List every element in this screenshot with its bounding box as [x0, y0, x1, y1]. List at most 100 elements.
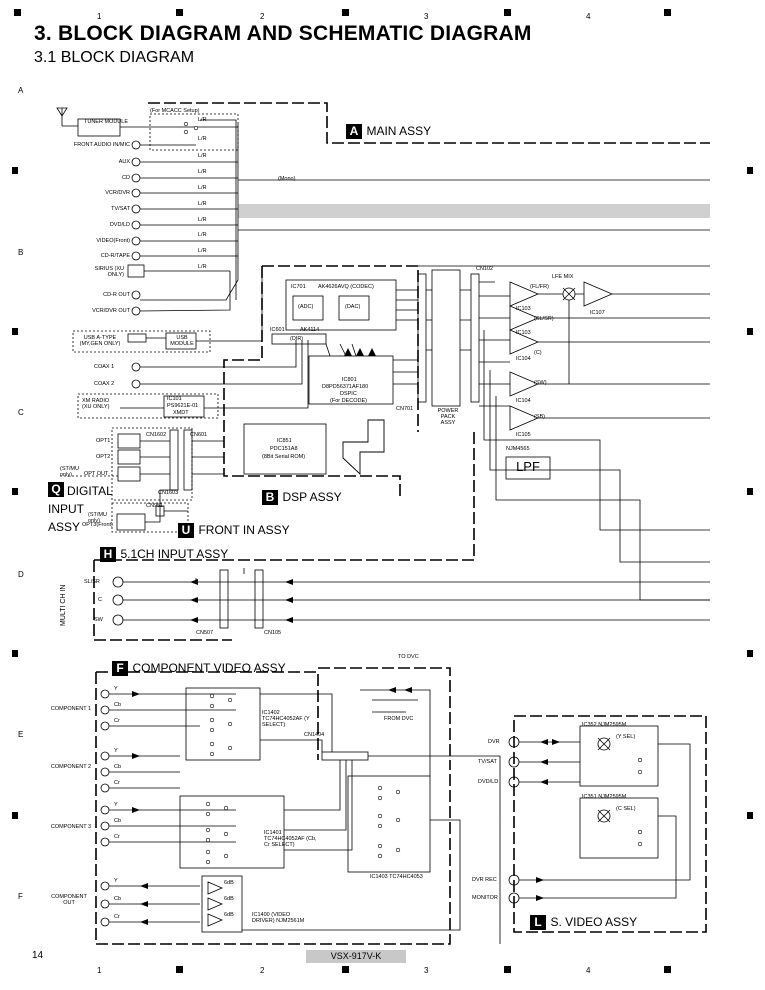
mono-label: (Mono)	[278, 176, 296, 182]
opt1-label: OPT1	[96, 438, 111, 444]
port-cr-3: Cr	[114, 834, 120, 840]
mcacc-label: (For MCACC Setup)	[150, 108, 200, 114]
input-51ch-assy-name: 5.1CH INPUT ASSY	[120, 547, 229, 561]
main-assy-label: A MAIN ASSY	[346, 122, 431, 140]
row-c: C	[18, 408, 24, 417]
row-b: B	[18, 248, 24, 257]
lr-label-7: L/R	[198, 217, 207, 223]
component-out-label: COMPONENT OUT	[51, 894, 87, 906]
port-cb-3: Cb	[114, 818, 122, 824]
dac-label: (DAC)	[345, 304, 361, 310]
cn1603-label: CN1603	[158, 490, 179, 496]
input-tv-sat: TV/SAT	[111, 206, 130, 212]
port-y-3: Y	[114, 802, 118, 808]
multi-ch-in-label: MULTI CH IN	[60, 584, 67, 626]
row-e: E	[18, 730, 24, 739]
ak4114-label: AK4114	[300, 327, 320, 333]
amp-ic-3: IC104	[516, 356, 531, 362]
svideo-dvr-rec: DVR REC	[472, 877, 497, 883]
component-1-label: COMPONENT 1	[50, 706, 92, 712]
cn1404-label: CN1404	[304, 732, 325, 738]
lr-label-9: L/R	[198, 248, 207, 254]
ak4626-label: AK4626AVQ (CODEC)	[318, 284, 374, 290]
input-video-front: VIDEO(Front)	[96, 238, 130, 244]
component-video-assy-letter: F	[112, 661, 128, 676]
col-4-bottom: 4	[586, 966, 591, 975]
xm-ic-label: IC101	[167, 396, 182, 402]
svideo-dvd-ld: DVD/LD	[478, 779, 499, 785]
lfe-mix-label: LFE MIX	[552, 274, 574, 280]
amp-sig-sw: (SW)	[534, 380, 547, 386]
dspic-label: DSPIC	[340, 391, 357, 397]
amp-ic-4: IC104	[516, 398, 531, 404]
s-video-assy-letter: L	[530, 915, 546, 930]
input-sirius: SIRIUS (XU ONLY)	[94, 266, 124, 278]
component-video-assy-name: COMPONENT VIDEO ASSY	[132, 661, 286, 675]
lr-label-5: L/R	[198, 185, 207, 191]
port-cb-2: Cb	[114, 764, 122, 770]
ic352-label: IC352 NJM2595M	[582, 722, 627, 728]
ic351-label: IC351 NJM2595M	[582, 794, 627, 800]
svideo-monitor: MONITOR	[472, 895, 498, 901]
multi-ch-sw: SW	[94, 617, 103, 623]
port-cr-1: Cr	[114, 718, 120, 724]
input-cd-r-tape: CD-R/TAPE	[100, 253, 130, 259]
ysel-label: (Y SEL)	[616, 734, 636, 740]
dir-label: (DIR)	[290, 336, 304, 342]
amp-sig-sl-sr: (SL/SR)	[534, 316, 554, 322]
gain-1: 6dB	[224, 880, 234, 886]
usb-label: USB A-TYPE (MY,GEN ONLY)	[79, 335, 121, 347]
opt3-label: OPT3(Front)	[82, 522, 113, 528]
input-dvd-ld: DVD/LD	[109, 222, 130, 228]
lr-label-3: L/R	[198, 153, 207, 159]
from-dvc-label: FROM DVC	[384, 716, 414, 722]
ic601-label: IC601	[270, 327, 285, 333]
col-1-top: 1	[97, 12, 102, 21]
lr-label-8: L/R	[198, 232, 207, 238]
ic851-label: IC851	[277, 438, 292, 444]
njm4565-label: NJM4565	[506, 446, 530, 452]
amp-ic-5: IC105	[516, 432, 531, 438]
dsp-assy-letter: B	[262, 490, 278, 505]
s-video-assy-name: S. VIDEO ASSY	[550, 915, 638, 929]
component-2-label: COMPONENT 2	[50, 764, 92, 770]
opt-out-label: OPT OUT	[84, 471, 109, 477]
cn102-label: CN102	[476, 266, 494, 272]
ic701-label: IC701	[291, 284, 306, 290]
s-video-assy-label: L S. VIDEO ASSY	[530, 913, 637, 931]
cn601-label: CN601	[190, 432, 208, 438]
row-d: D	[18, 570, 24, 579]
ic1403-label: IC1403 TC74HC4053	[370, 874, 423, 880]
dsp-part-label: D8PD56371AF180	[322, 384, 369, 390]
input-aux: AUX	[118, 159, 130, 165]
model-number: VSX-917V-K	[306, 950, 406, 963]
adc-label: (ADC)	[298, 304, 314, 310]
opt-note-2: (ST/MU only)	[88, 512, 107, 524]
row-f: F	[18, 892, 23, 901]
front-in-assy-name: FRONT IN ASSY	[198, 523, 290, 537]
rom-part-label: PDC151A8	[270, 446, 298, 452]
col-2-bottom: 2	[260, 966, 265, 975]
rom-label: (8Bit Serial ROM)	[262, 454, 306, 460]
dsp-assy-name: DSP ASSY	[282, 490, 342, 504]
svideo-dvr: DVR	[488, 739, 500, 745]
col-1-bottom: 1	[97, 966, 102, 975]
amp-sig-fl-fr: (FL/FR)	[530, 284, 549, 290]
gain-2: 6dB	[224, 896, 234, 902]
main-assy-name: MAIN ASSY	[366, 124, 432, 138]
input-51ch-assy-letter: H	[100, 547, 116, 562]
digital-input-assy-label: Q DIGITAL INPUT ASSY	[48, 482, 118, 536]
port-y-2: Y	[114, 748, 118, 754]
page-number: 14	[32, 950, 44, 961]
output-vcr-dvr: VCR/DVR OUT	[92, 308, 130, 314]
col-3-top: 3	[424, 12, 429, 21]
ic107-label: IC107	[590, 310, 605, 316]
port-cr-2: Cr	[114, 780, 120, 786]
coax-1-label: COAX 1	[94, 364, 115, 370]
cn951-label: CN951	[146, 503, 164, 509]
input-vcr-dvr: VCR/DVR	[105, 190, 130, 196]
input-front-audio: FRONT AUDIO IN/MIC	[73, 142, 130, 148]
xm-note-label: XMDT	[173, 410, 189, 416]
ic1402-label: IC1402 TC74HC4052AF (Y SELECT)	[262, 710, 310, 728]
cn701-label: CN701	[396, 406, 414, 412]
